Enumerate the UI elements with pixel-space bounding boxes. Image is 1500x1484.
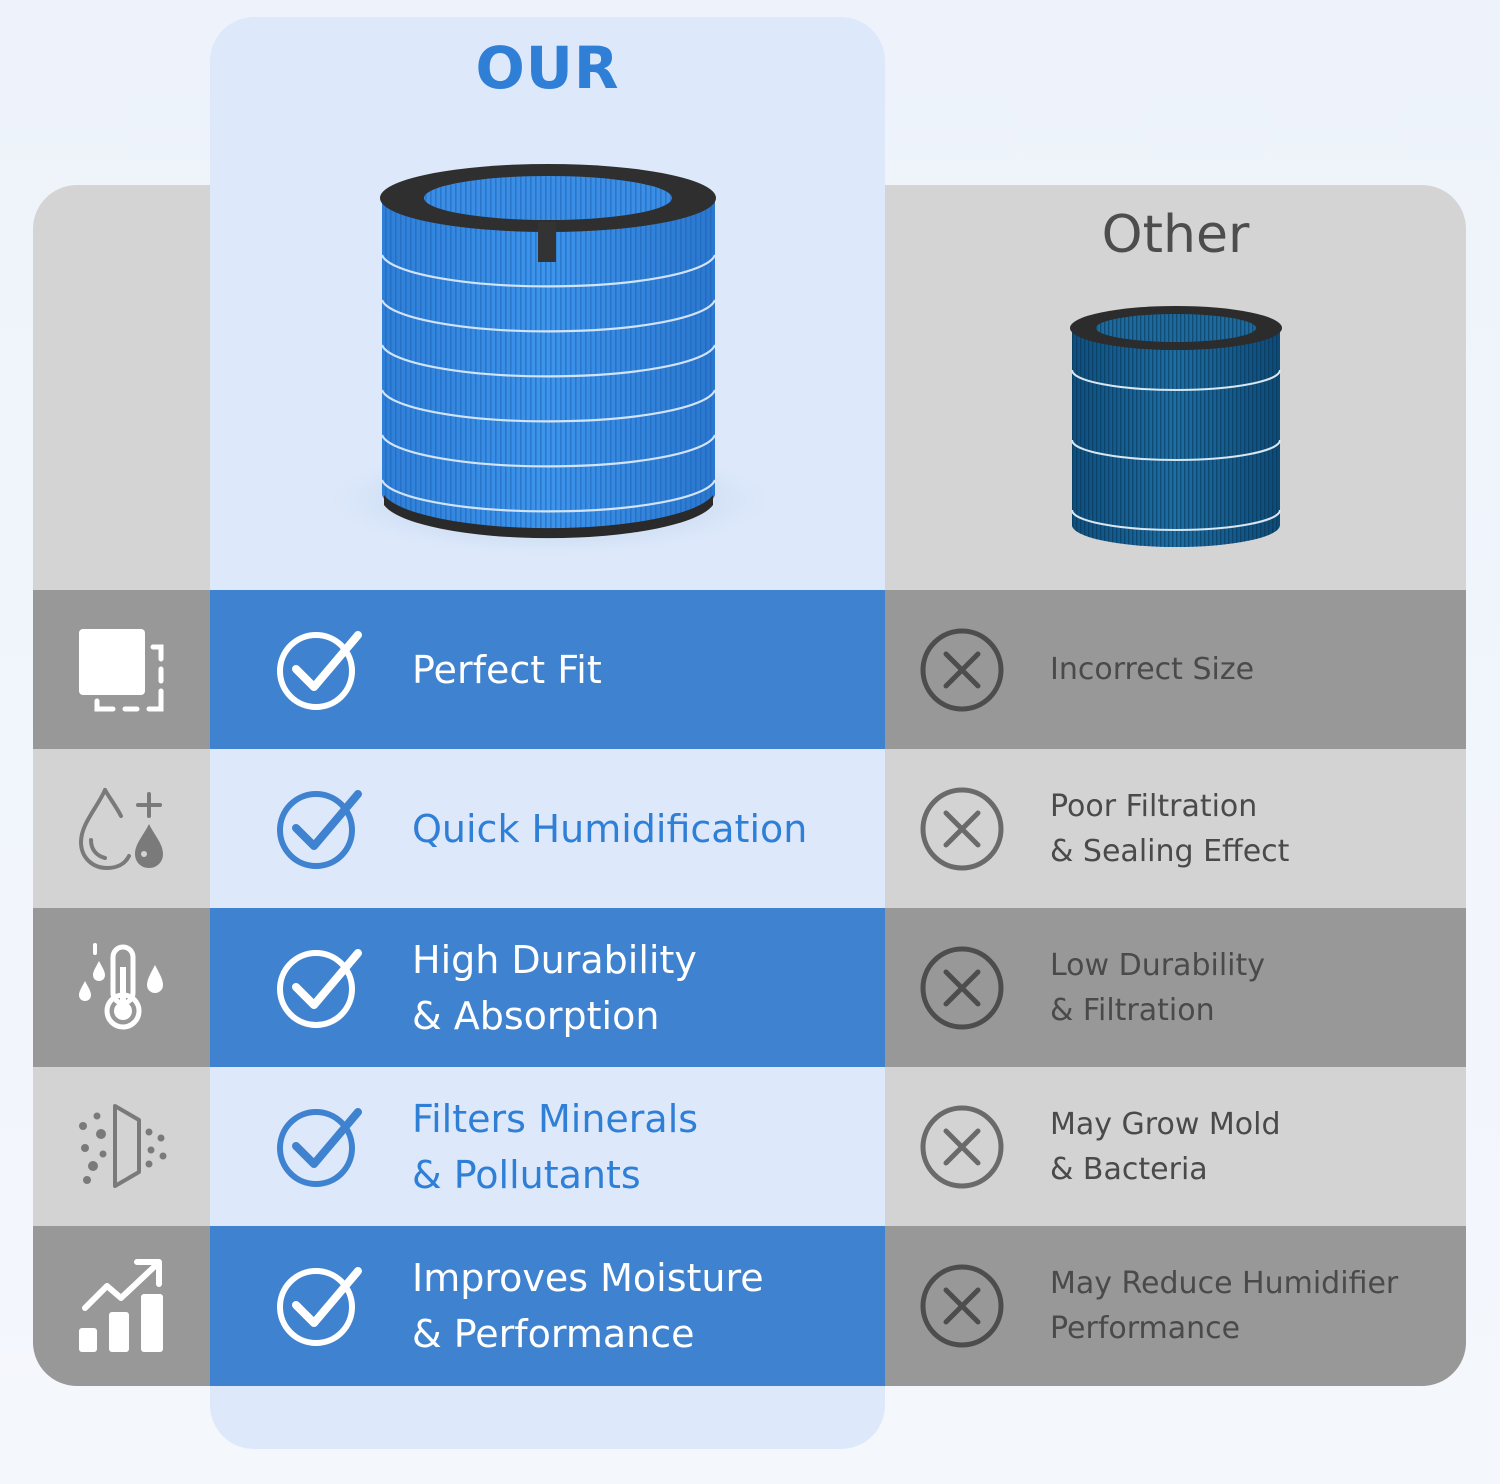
- other-column-title: Other: [1101, 205, 1250, 265]
- water-drop-plus-icon: [78, 787, 163, 870]
- filter-particles-icon: [78, 1103, 166, 1188]
- comparison-row-filtering: Filters Minerals & Pollutants May Grow M…: [33, 1067, 1466, 1226]
- our-feature-text: Quick Humidification: [412, 806, 808, 851]
- size-fit-icon: [78, 628, 163, 711]
- our-feature-text-line-2: & Absorption: [412, 993, 660, 1038]
- growth-chart-icon: [78, 1259, 163, 1352]
- our-feature-text-line-1: Improves Moisture: [412, 1255, 764, 1300]
- our-feature-text-line-2: & Pollutants: [412, 1152, 641, 1197]
- other-feature-text-line-1: Low Durability: [1050, 947, 1266, 983]
- other-feature-text-line-2: & Filtration: [1050, 992, 1215, 1028]
- comparison-row-performance: Improves Moisture & Performance May Redu…: [33, 1226, 1466, 1386]
- check-circle-icon: [277, 631, 362, 710]
- our-feature-text-line-1: High Durability: [412, 937, 697, 982]
- x-circle-icon: [920, 1264, 1004, 1348]
- other-feature-text-line-2: & Bacteria: [1050, 1151, 1208, 1187]
- comparison-row-durability: High Durability & Absorption Low Durabil…: [33, 908, 1466, 1067]
- our-feature-text-line-2: & Performance: [412, 1311, 695, 1356]
- other-feature-text-line-1: May Grow Mold: [1050, 1106, 1281, 1142]
- other-feature-text-line-1: May Reduce Humidifier: [1050, 1265, 1399, 1301]
- our-feature-text-line-1: Filters Minerals: [412, 1096, 699, 1141]
- other-feature-text: Incorrect Size: [1050, 652, 1255, 687]
- other-feature-text-line-1: Poor Filtration: [1050, 788, 1258, 824]
- check-circle-icon: [277, 1267, 362, 1346]
- x-circle-icon: [920, 1105, 1004, 1189]
- other-feature-text-line-2: & Sealing Effect: [1050, 833, 1290, 869]
- other-filter-image: [1070, 306, 1282, 547]
- check-circle-icon: [277, 790, 362, 869]
- comparison-row-humidification: Quick Humidification Poor Filtration & S…: [33, 749, 1466, 908]
- other-feature-text-line-2: Performance: [1050, 1310, 1241, 1346]
- check-circle-icon: [277, 1108, 362, 1187]
- our-column-title: OUR: [475, 34, 620, 102]
- comparison-row-fit: Perfect Fit Incorrect Size: [33, 590, 1466, 749]
- x-circle-icon: [920, 787, 1004, 871]
- thermometer-drops-icon: [78, 942, 163, 1029]
- x-circle-icon: [920, 946, 1004, 1030]
- check-circle-icon: [277, 949, 362, 1028]
- our-filter-image: [330, 164, 770, 555]
- our-feature-text: Perfect Fit: [412, 647, 602, 692]
- x-circle-icon: [920, 628, 1004, 712]
